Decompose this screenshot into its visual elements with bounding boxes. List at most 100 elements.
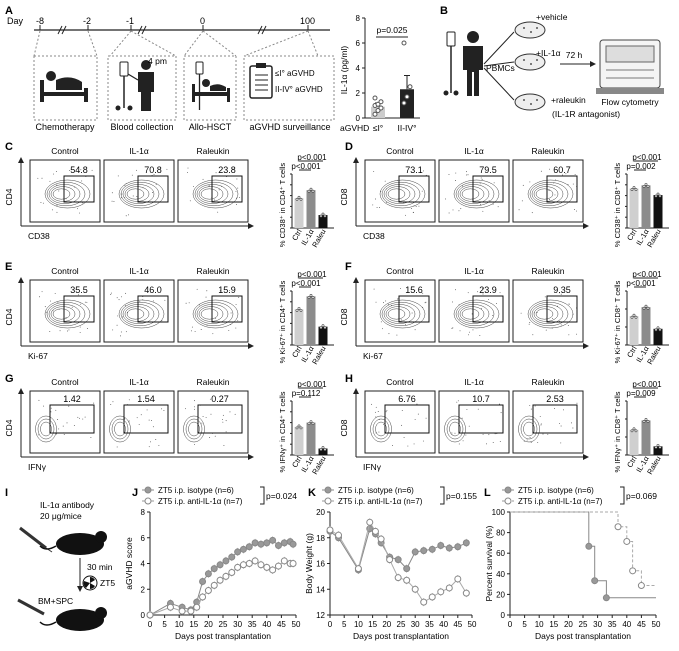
event-dot [235, 190, 237, 192]
x-arrow-icon [583, 454, 589, 460]
event-dot [529, 322, 531, 323]
y-arrow-icon [18, 157, 24, 163]
event-dot [200, 329, 202, 330]
flow-gate [472, 175, 504, 203]
event-dot [499, 403, 501, 405]
event-dot [396, 179, 398, 181]
event-dot [401, 410, 403, 411]
event-dot [560, 425, 562, 427]
flow-xaxis-label: Ki-67 [28, 351, 48, 361]
bar [653, 446, 663, 455]
y-axis-label: Body Weight (g) [304, 533, 314, 594]
event-dot [68, 405, 70, 407]
event-dot [82, 418, 84, 420]
day-minus8: -8 [36, 16, 44, 26]
data-point [591, 577, 599, 585]
data-point [210, 565, 218, 573]
event-dot [371, 403, 373, 405]
a-point [401, 100, 407, 106]
event-dot [413, 205, 415, 207]
flow-plot-frame [103, 390, 175, 454]
event-dot [452, 301, 453, 303]
flow-title: IL-1α [129, 266, 149, 276]
panel-letter-e: E [5, 261, 12, 273]
event-dot [392, 445, 393, 447]
event-dot [380, 321, 382, 323]
replicate-dot [642, 184, 646, 188]
replicate-dot [311, 189, 315, 193]
panel-letter-j: J [132, 487, 138, 499]
event-dot [222, 418, 223, 420]
x-arrow-icon [583, 343, 589, 349]
replicate-dot [307, 295, 311, 299]
event-dot [560, 324, 562, 326]
day-100: 100 [300, 16, 315, 26]
event-dot [396, 334, 398, 336]
event-dot [567, 325, 569, 326]
replicate-dot [295, 308, 299, 312]
event-dot [125, 183, 127, 184]
event-dot [86, 328, 88, 330]
event-dot [477, 291, 479, 293]
data-point [366, 518, 374, 526]
event-dot [386, 188, 388, 190]
event-dot [43, 405, 45, 407]
event-dot [148, 446, 150, 448]
event-dot [57, 301, 59, 303]
event-dot [86, 301, 88, 303]
xtick-label: 5 [522, 620, 527, 629]
replicate-dot [634, 188, 638, 191]
data-point [257, 561, 265, 569]
density-contour [192, 299, 239, 329]
event-dot [56, 211, 58, 213]
event-dot [499, 292, 501, 294]
flow-title: Control [386, 266, 414, 276]
event-dot [93, 402, 95, 404]
replicate-dot [630, 315, 634, 319]
event-dot [455, 289, 456, 291]
bar-ylabel: % CD38⁺ in CD4⁺ T cells [278, 163, 287, 248]
dose-label: 20 μg/mice [40, 511, 82, 521]
panel-letter-c: C [5, 141, 13, 153]
data-point [245, 543, 253, 551]
antibody-label: IL-1α antibody [40, 500, 95, 510]
flow-xaxis-label: IFNγ [363, 462, 382, 472]
event-dot [572, 427, 574, 429]
event-dot [185, 302, 187, 304]
event-dot [210, 413, 212, 415]
y-arrow-icon [353, 157, 359, 163]
flow-yaxis-label: CD8 [339, 419, 349, 436]
event-dot [529, 437, 531, 439]
event-dot [454, 432, 456, 434]
step-agvhd-surveillance: aGVHD surveillance [249, 122, 330, 132]
event-dot [488, 298, 490, 300]
replicate-dot [309, 187, 313, 191]
event-dot [77, 416, 79, 418]
bar [653, 328, 663, 345]
xtick-label: 10 [535, 620, 544, 629]
flow-title: Control [51, 146, 79, 156]
event-dot [425, 417, 427, 419]
gate-percent: 35.5 [70, 285, 88, 295]
ytick-label: 4 [141, 560, 146, 569]
event-dot [193, 400, 195, 402]
event-dot [112, 401, 114, 403]
legend-bracket [620, 486, 625, 505]
event-dot [189, 200, 191, 202]
replicate-dot [309, 293, 313, 297]
xtick-label: 45 [453, 620, 462, 629]
event-dot [193, 186, 194, 187]
event-dot [164, 299, 166, 301]
flow-gate [197, 404, 243, 434]
replicate-dot [656, 326, 660, 330]
data-point [204, 587, 212, 595]
data-point [269, 536, 277, 544]
event-dot [40, 202, 42, 203]
event-dot [531, 212, 533, 214]
x-arrow-icon [583, 223, 589, 229]
legend-entry: ZT5 i.p. anti-IL-1α (n=7) [518, 497, 603, 506]
data-point [623, 537, 631, 545]
